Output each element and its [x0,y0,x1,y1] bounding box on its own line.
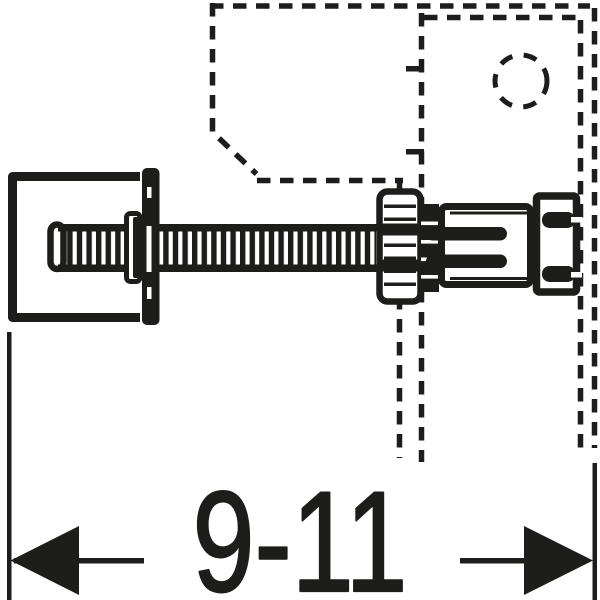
rod-threads-right [160,231,376,265]
coupling-body-outline [438,203,534,288]
dashed-construction-lines [209,3,598,462]
coupling-fitting [421,192,582,296]
nut-rod-band-top [380,223,420,236]
hidden-edge-tick-upper [406,66,419,72]
coupling-collar-slot-4 [421,275,439,279]
coupling-collar-slot-1 [421,221,439,226]
dimension-arrow-left [10,526,79,595]
bracket-plate-slit-middle [146,226,152,272]
knurled-adjustment-nut [376,188,424,305]
rod-bottom-rail-left [58,264,126,272]
coupling-end-nut-nick-lower [571,272,582,278]
coupling-collar-slot-2 [421,240,439,244]
coupling-body-inner-line-bottom [450,277,530,280]
extension-line-left [7,332,12,600]
dimension-annotation: 9-11 [7,332,597,600]
dimension-line-right [460,558,528,564]
rod-top-rail-left [58,224,126,232]
coupling-prong-lower [426,254,507,268]
rod-top-rail-right [159,224,378,232]
coupling-end-nut-bar-lower [542,266,575,282]
nut-knurling [384,197,416,295]
fixing-hole-dashed-circle [492,52,550,110]
extension-line-right [592,463,597,600]
hidden-edge-tick-lower [406,149,424,155]
rod-threads-left [63,231,124,265]
coupling-end-nut-bar-upper [542,212,575,228]
rod-bottom-rail-right [159,264,378,272]
dimension-arrow-right [524,526,593,595]
nut-rod-band-bottom [380,259,420,272]
rod-washer-insert [133,217,142,278]
coupling-body-inner-line-top [450,211,530,215]
wall-corner-outline-dashed [209,3,259,176]
threaded-rod [47,211,378,284]
bracket-plate-slit-top [147,187,152,198]
coupling-prong-upper [426,227,507,241]
bracket-plate-slit-bottom [147,287,152,299]
dimension-label: 9-11 [193,463,408,600]
coupling-end-nut-nick-upper [571,217,582,223]
